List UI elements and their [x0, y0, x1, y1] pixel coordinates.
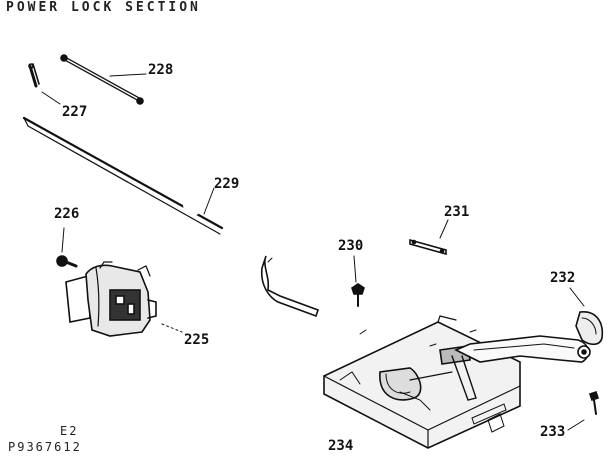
leader-226 — [61, 227, 65, 253]
leader-230 — [353, 255, 357, 283]
part-233-screw — [588, 390, 600, 415]
part-232-knob — [575, 311, 604, 346]
callout-226: 226 — [54, 206, 80, 222]
callout-233: 233 — [540, 424, 566, 440]
footer-drawing-number: P9367612 — [8, 440, 82, 454]
part-link-rod — [260, 255, 320, 318]
part-231-link — [409, 238, 447, 256]
leader-225 — [161, 323, 183, 333]
callout-230: 230 — [338, 238, 364, 254]
leader-231 — [439, 219, 449, 239]
part-234-base-plate — [323, 315, 521, 449]
leader-233 — [567, 419, 585, 431]
part-234-lever-arm — [454, 335, 591, 363]
callout-234: 234 — [328, 438, 354, 454]
callout-229: 229 — [214, 176, 240, 192]
leader-232 — [569, 287, 585, 307]
callout-227: 227 — [62, 104, 88, 120]
callout-225: 225 — [184, 332, 210, 348]
callout-228: 228 — [148, 62, 174, 78]
part-230-screw — [351, 283, 365, 307]
diagram-title: POWER LOCK SECTION — [6, 0, 201, 15]
part-225-actuator — [65, 261, 157, 337]
part-227-pin — [28, 63, 40, 88]
leader-227 — [41, 91, 61, 105]
callout-232: 232 — [550, 270, 576, 286]
leader-229 — [203, 187, 215, 215]
leader-228 — [109, 73, 147, 77]
part-228-rod — [60, 54, 144, 105]
part-226-screw — [56, 255, 78, 268]
footer-code: E2 — [60, 424, 79, 438]
callout-231: 231 — [444, 204, 470, 220]
part-229-long-rod — [22, 116, 224, 235]
